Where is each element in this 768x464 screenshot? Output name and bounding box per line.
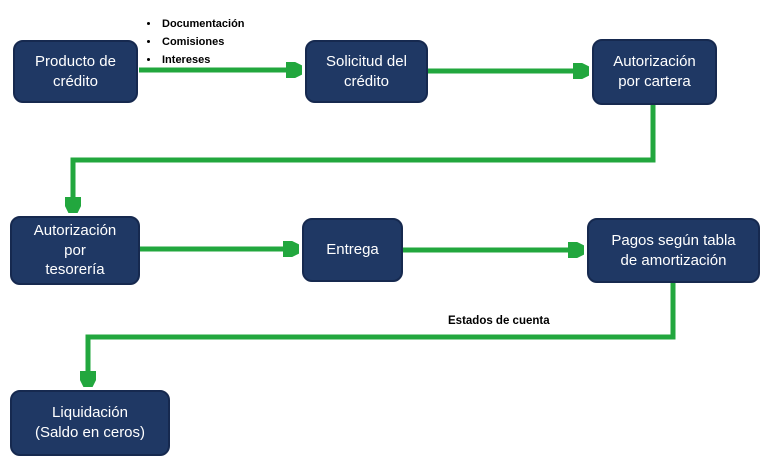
node-producto-de-credito: Producto de crédito [13,40,138,103]
node-autorizacion-por-tesoreria: Autorización por tesorería [10,216,140,285]
bullet-item: Documentación [160,15,245,33]
node-solicitud-del-credito: Solicitud del crédito [305,40,428,103]
node-liquidacion: Liquidación (Saldo en ceros) [10,390,170,456]
bullet-item: Comisiones [160,33,245,51]
arrow-cartera-to-tesoreria [73,105,656,210]
edge-label-estados-de-cuenta: Estados de cuenta [448,315,550,327]
arrow-pagos-to-liquidacion [88,283,676,384]
bullet-list: Documentación Comisiones Intereses [146,15,245,69]
bullet-item: Intereses [160,51,245,69]
node-entrega: Entrega [302,218,403,282]
node-pagos-segun-tabla: Pagos según tabla de amortización [587,218,760,283]
node-autorizacion-por-cartera: Autorización por cartera [592,39,717,105]
